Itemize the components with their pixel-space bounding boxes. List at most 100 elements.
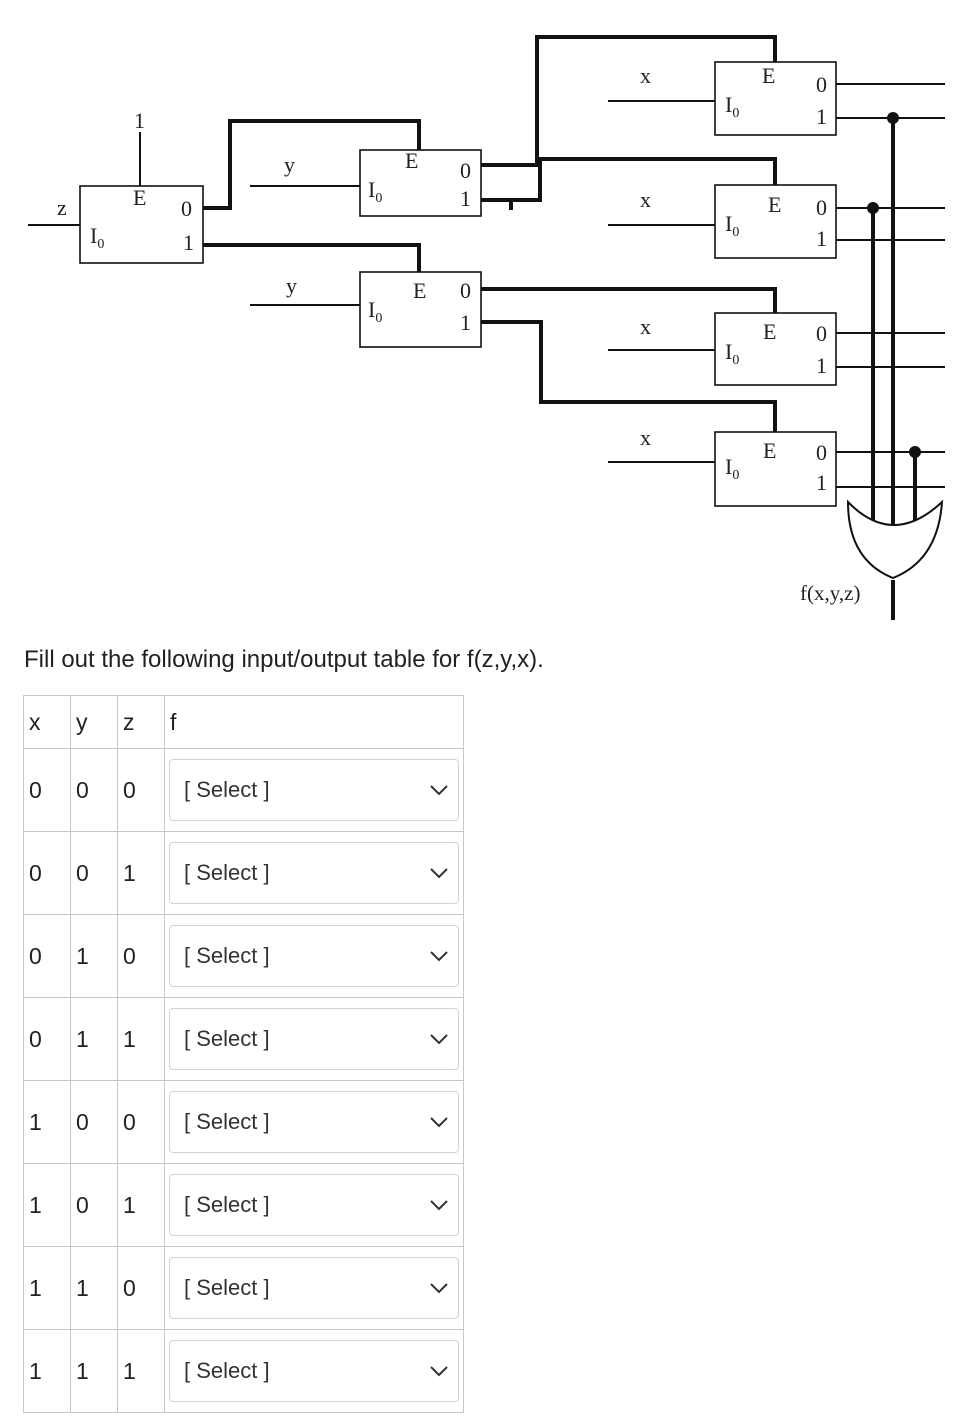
decoder-l3d-labels: x E I0 0 1: [640, 425, 827, 495]
select-placeholder: [ Select ]: [184, 860, 270, 885]
cell-x: 0: [23, 997, 71, 1081]
l1-out1-label: 1: [183, 230, 194, 255]
chevron-down-icon: [430, 784, 448, 796]
cell-f: [ Select ]: [164, 997, 464, 1081]
f-select-dropdown[interactable]: [ Select ]: [169, 1340, 459, 1402]
cell-z: 1: [117, 997, 165, 1081]
l3c-out0-label: 0: [816, 321, 827, 346]
cell-z: 1: [117, 1163, 165, 1247]
cell-x: 1: [23, 1080, 71, 1164]
decoder-l2b-labels: y E I0 0 1: [286, 273, 471, 335]
cell-f: [ Select ]: [164, 1329, 464, 1413]
cell-f: [ Select ]: [164, 748, 464, 832]
decoder-tree-diagram: 1 z E I0 0 1 y E I0 0 1 y E I0 0 1 x E I…: [28, 35, 945, 620]
l3d-enable-label: E: [763, 438, 776, 463]
header-z: z: [117, 695, 165, 749]
l2b-input-var: y: [286, 273, 297, 298]
or-gate-shape: [846, 499, 944, 580]
f-select-dropdown[interactable]: [ Select ]: [169, 1257, 459, 1319]
l3a-out1-label: 1: [816, 104, 827, 129]
l3b-input-label: I0: [725, 211, 739, 240]
junction-dots: [867, 112, 921, 458]
l2b-enable-label: E: [413, 278, 426, 303]
f-select-dropdown[interactable]: [ Select ]: [169, 759, 459, 821]
l1-input-var: z: [57, 195, 67, 220]
l3c-out1-label: 1: [816, 353, 827, 378]
f-select-dropdown[interactable]: [ Select ]: [169, 925, 459, 987]
l3b-input-var: x: [640, 187, 651, 212]
header-f: f: [164, 695, 464, 749]
l3c-input-var: x: [640, 314, 651, 339]
l3d-input-var: x: [640, 425, 651, 450]
l3d-out1-label: 1: [816, 470, 827, 495]
cell-z: 1: [117, 1329, 165, 1413]
chevron-down-icon: [430, 1282, 448, 1294]
cell-y: 1: [70, 1246, 118, 1330]
cell-z: 0: [117, 1246, 165, 1330]
decoder-l3c-labels: x E I0 0 1: [640, 314, 827, 378]
l1-input-label: I0: [90, 223, 104, 252]
cell-f: [ Select ]: [164, 1246, 464, 1330]
cell-f: [ Select ]: [164, 1080, 464, 1164]
cell-z: 0: [117, 748, 165, 832]
l3d-out0-label: 0: [816, 440, 827, 465]
chevron-down-icon: [430, 867, 448, 879]
cell-y: 1: [70, 997, 118, 1081]
select-placeholder: [ Select ]: [184, 943, 270, 968]
header-y: y: [70, 695, 118, 749]
l2b-out0-label: 0: [460, 278, 471, 303]
l3a-input-label: I0: [725, 92, 739, 121]
chevron-down-icon: [430, 1199, 448, 1211]
cell-x: 0: [23, 748, 71, 832]
chevron-down-icon: [430, 950, 448, 962]
l3a-input-var: x: [640, 63, 651, 88]
f-select-dropdown[interactable]: [ Select ]: [169, 842, 459, 904]
select-placeholder: [ Select ]: [184, 1275, 270, 1300]
f-select-dropdown[interactable]: [ Select ]: [169, 1091, 459, 1153]
l1-enable-value: 1: [134, 108, 145, 133]
decoder-l3b-labels: x E I0 0 1: [640, 187, 827, 251]
select-placeholder: [ Select ]: [184, 1358, 270, 1383]
chevron-down-icon: [430, 1365, 448, 1377]
l3b-out1-label: 1: [816, 226, 827, 251]
cell-y: 1: [70, 914, 118, 998]
f-select-dropdown[interactable]: [ Select ]: [169, 1174, 459, 1236]
cell-x: 1: [23, 1163, 71, 1247]
decoder-l2a-labels: y E I0 0 1: [284, 148, 471, 211]
cell-z: 1: [117, 831, 165, 915]
f-select-dropdown[interactable]: [ Select ]: [169, 1008, 459, 1070]
l3b-out0-label: 0: [816, 195, 827, 220]
cell-x: 1: [23, 1246, 71, 1330]
decoder-io-lines: [28, 83, 945, 488]
decoder-boxes: [79, 61, 837, 507]
question-prompt: Fill out the following input/output tabl…: [24, 646, 544, 673]
select-placeholder: [ Select ]: [184, 1109, 270, 1134]
cell-f: [ Select ]: [164, 1163, 464, 1247]
cell-y: 0: [70, 1080, 118, 1164]
select-placeholder: [ Select ]: [184, 1192, 270, 1217]
l2a-input-var: y: [284, 152, 295, 177]
cell-z: 0: [117, 1080, 165, 1164]
cell-y: 0: [70, 748, 118, 832]
cell-f: [ Select ]: [164, 831, 464, 915]
l2b-out1-label: 1: [460, 310, 471, 335]
cell-x: 1: [23, 1329, 71, 1413]
select-placeholder: [ Select ]: [184, 777, 270, 802]
l3a-out0-label: 0: [816, 72, 827, 97]
cell-y: 0: [70, 831, 118, 915]
l1-out0-label: 0: [181, 196, 192, 221]
table-header-row: x y z f: [23, 695, 464, 749]
header-x: x: [23, 695, 71, 749]
l3d-input-label: I0: [725, 454, 739, 483]
l1-enable-label: E: [133, 185, 146, 210]
or-output-label: f(x,y,z): [800, 581, 860, 605]
l2a-out1-label: 1: [460, 186, 471, 211]
